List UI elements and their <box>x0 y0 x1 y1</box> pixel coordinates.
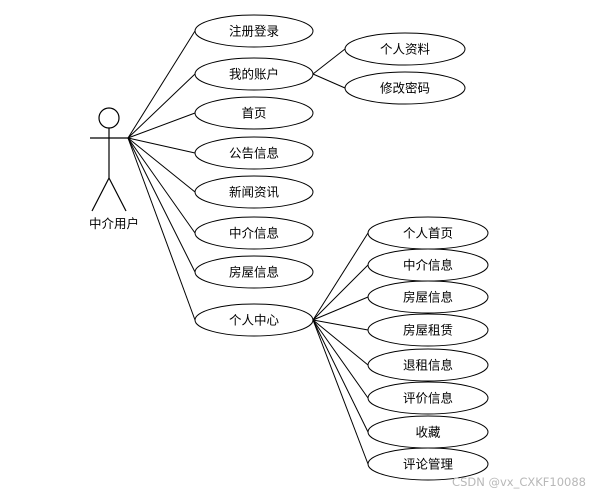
use-case-pc-comment-mgmt[interactable]: 评论管理 <box>367 447 489 481</box>
personal-center-edges <box>312 232 369 465</box>
use-case-label: 退租信息 <box>403 358 453 373</box>
edge-pc-house-info <box>312 296 369 321</box>
use-case-label: 收藏 <box>415 425 441 440</box>
use-case-pc-agent-info[interactable]: 中介信息 <box>367 248 489 282</box>
use-case-label: 房屋租赁 <box>403 323 453 338</box>
use-case-announcements[interactable]: 公告信息 <box>194 136 314 170</box>
use-case-home[interactable]: 首页 <box>194 96 314 130</box>
actor-right-leg <box>108 177 127 212</box>
account-edges <box>312 48 346 89</box>
use-case-label: 个人首页 <box>403 226 453 241</box>
edge-pc-home <box>312 232 369 321</box>
edge-agent-info <box>127 137 196 234</box>
use-case-pc-review-info[interactable]: 评价信息 <box>367 381 489 415</box>
use-case-house-info[interactable]: 房屋信息 <box>194 255 314 289</box>
use-case-label: 公告信息 <box>229 146 279 161</box>
edge-my-account <box>127 73 196 139</box>
edge-house-info <box>127 137 196 273</box>
edge-personal-center <box>127 137 196 321</box>
use-case-label: 注册登录 <box>229 24 279 39</box>
actor-head <box>98 107 120 129</box>
use-case-news[interactable]: 新闻资讯 <box>194 175 314 209</box>
edge-pc-review-info <box>312 319 369 399</box>
use-case-label: 新闻资讯 <box>229 185 280 200</box>
use-case-label: 个人中心 <box>229 313 280 328</box>
use-case-personal-center[interactable]: 个人中心 <box>194 303 314 337</box>
edge-pc-house-rent <box>312 319 369 331</box>
actor-figure: 中介用户 <box>89 107 139 231</box>
use-case-label: 中介信息 <box>403 258 453 273</box>
use-case-personal-info[interactable]: 个人资料 <box>344 32 466 66</box>
use-case-label: 中介信息 <box>229 226 279 241</box>
use-case-label: 评论管理 <box>403 457 454 472</box>
actor-label: 中介用户 <box>89 216 139 231</box>
edge-pc-agent-info <box>312 264 369 321</box>
edge-register-login <box>127 30 196 139</box>
use-case-label: 房屋信息 <box>229 265 279 280</box>
edge-pc-rent-return <box>312 319 369 366</box>
use-case-pc-house-info[interactable]: 房屋信息 <box>367 280 489 314</box>
use-case-change-password[interactable]: 修改密码 <box>344 71 466 105</box>
use-case-pc-rent-return[interactable]: 退租信息 <box>367 348 489 382</box>
edge-news <box>127 137 196 193</box>
actor-left-leg <box>91 177 110 212</box>
actor-edges <box>127 30 196 321</box>
use-case-label: 修改密码 <box>380 81 430 96</box>
use-case-agent-info[interactable]: 中介信息 <box>194 216 314 250</box>
edge-home <box>127 112 196 139</box>
use-case-label: 首页 <box>241 106 266 121</box>
edge-pc-favorites <box>312 319 369 433</box>
use-case-label: 个人资料 <box>380 42 431 57</box>
use-case-pc-house-rent[interactable]: 房屋租赁 <box>367 313 489 347</box>
use-case-my-account[interactable]: 我的账户 <box>194 57 314 91</box>
edge-personal-info <box>312 48 346 75</box>
use-case-register-login[interactable]: 注册登录 <box>194 14 314 48</box>
use-case-label: 评价信息 <box>403 391 453 406</box>
use-case-pc-home[interactable]: 个人首页 <box>367 216 489 250</box>
use-case-label: 房屋信息 <box>403 290 453 305</box>
use-case-pc-favorites[interactable]: 收藏 <box>367 415 489 449</box>
use-case-label: 我的账户 <box>229 67 279 82</box>
edge-change-password <box>312 73 346 89</box>
watermark-text: CSDN @vx_CXKF10088 <box>452 475 586 489</box>
edge-pc-comment-mgmt <box>312 319 369 465</box>
edge-announcements <box>127 137 196 154</box>
